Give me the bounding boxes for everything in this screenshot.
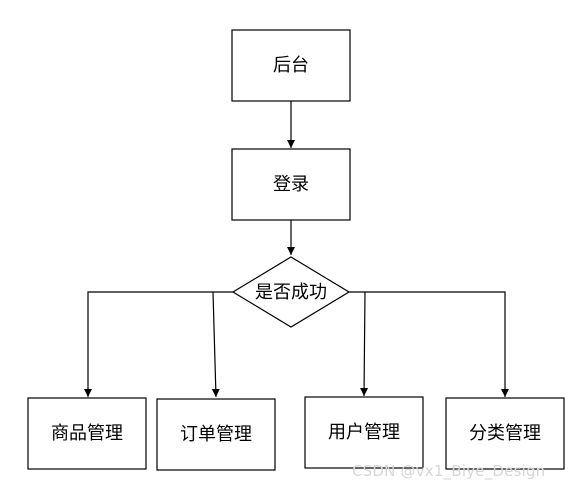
watermark: CSDN @vx1_Biye_Design [352, 462, 546, 480]
node-user-management: 用户管理 [304, 396, 424, 469]
edge-decision-to-category [349, 291, 509, 397]
node-product-management: 商品管理 [27, 397, 147, 470]
node-decision: 是否成功 [231, 256, 351, 328]
node-backend: 后台 [231, 29, 351, 102]
node-order-management-label: 订单管理 [180, 424, 252, 445]
edge-decision-to-product [84, 291, 233, 397]
node-order-management: 订单管理 [156, 398, 276, 471]
node-decision-label: 是否成功 [255, 282, 327, 303]
node-user-management-label: 用户管理 [328, 422, 400, 443]
edge-decision-to-user [360, 291, 369, 397]
node-backend-label: 后台 [273, 55, 309, 76]
node-product-management-label: 商品管理 [51, 423, 123, 444]
node-category-management-label: 分类管理 [469, 423, 541, 444]
edge-decision-to-order [211, 291, 220, 398]
node-login-label: 登录 [273, 174, 309, 195]
node-login: 登录 [231, 148, 351, 221]
node-category-management: 分类管理 [445, 397, 565, 470]
